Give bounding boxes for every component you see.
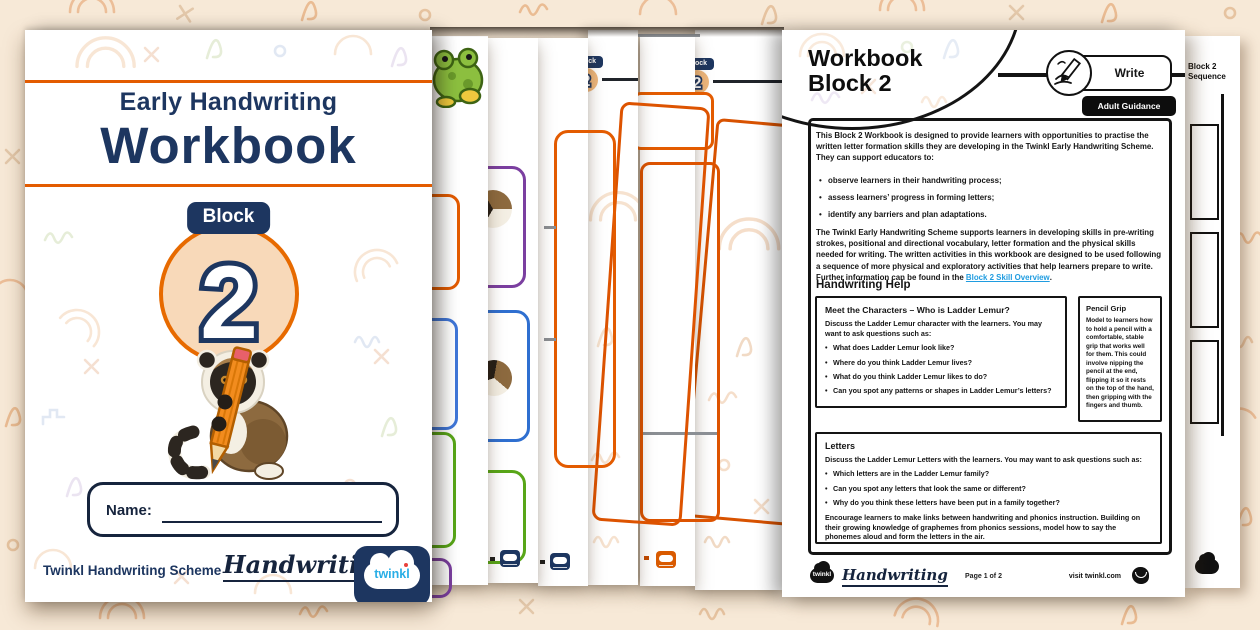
block-badge: Block xyxy=(186,202,271,234)
guidance-title: Workbook Block 2 xyxy=(808,45,923,97)
frog-illustration xyxy=(432,47,484,108)
box-title: Letters xyxy=(825,441,856,451)
back-page-box xyxy=(1190,232,1219,328)
inner-page-1 xyxy=(404,36,488,598)
activity-frame-orange xyxy=(640,162,720,522)
box-title: Meet the Characters – Who is Ladder Lemu… xyxy=(825,305,1010,315)
back-page-title: Block 2 Sequence xyxy=(1188,62,1226,81)
page-number: Page 1 of 2 xyxy=(965,573,1002,580)
handwriting-help-heading: Handwriting Help xyxy=(816,279,911,291)
name-line[interactable] xyxy=(162,521,382,523)
letters-box: Letters Discuss the Ladder Lemur Letters… xyxy=(815,432,1162,544)
box-title: Pencil Grip xyxy=(1086,304,1127,313)
scheme-caption: Twinkl Handwriting Scheme xyxy=(43,563,222,578)
intro-paragraph: This Block 2 Workbook is designed to pro… xyxy=(816,131,1154,163)
adult-guidance-page: Workbook Block 2 Write Adult Guidance Th… xyxy=(782,30,1185,597)
twinkl-footer-logo: twinkl xyxy=(810,561,834,583)
twinkl-quality-badge-icon xyxy=(1132,567,1149,584)
twinkl-mini-logo xyxy=(550,553,570,570)
write-icon xyxy=(1046,50,1092,96)
adult-guidance-badge: Adult Guidance xyxy=(1082,96,1176,116)
handwriting-footer-logo: Handwriting xyxy=(842,566,948,587)
scheme-paragraph: The Twinkl Early Handwriting Scheme supp… xyxy=(816,228,1162,282)
twinkl-mini-logo-orange xyxy=(656,551,676,568)
activity-frame-orange xyxy=(554,130,616,468)
skill-overview-link[interactable]: Block 2 Skill Overview xyxy=(965,272,1050,282)
ladder-lemur-illustration xyxy=(167,346,288,480)
intro-bullet: identify any barriers and plan adaptatio… xyxy=(819,210,1158,221)
stack-shadow xyxy=(430,27,784,37)
cover-bottom-rule xyxy=(25,184,432,187)
pencil-grip-box: Pencil Grip Model to learners how to hol… xyxy=(1078,296,1162,422)
svg-text:2: 2 xyxy=(200,245,258,361)
title-box-orange xyxy=(632,92,714,150)
block-number: 2 xyxy=(195,240,263,366)
back-page-box xyxy=(1190,124,1219,220)
twinkl-cloud-icon: twinkl xyxy=(364,549,420,589)
page-footer: twinkl Handwriting Page 1 of 2 visit twi… xyxy=(782,561,1185,597)
intro-bullet: observe learners in their handwriting pr… xyxy=(819,176,1158,187)
visit-link[interactable]: visit twinkl.com xyxy=(1068,573,1121,580)
cover-top-rule xyxy=(25,80,432,83)
twinkl-mini-logo xyxy=(1195,552,1219,574)
twinkl-mini-logo xyxy=(500,550,520,567)
name-label: Name: xyxy=(106,502,152,519)
back-page-box xyxy=(1190,340,1219,424)
inner-page-3 xyxy=(538,38,616,586)
intro-bullet: assess learners’ progress in forming let… xyxy=(819,193,1158,204)
cover-main-title: Workbook xyxy=(100,117,357,174)
inner-page-2 xyxy=(464,38,538,583)
meet-characters-box: Meet the Characters – Who is Ladder Lemu… xyxy=(815,296,1067,408)
content-frame xyxy=(808,118,1172,555)
inner-page-5 xyxy=(632,34,720,586)
back-page-sliver: Block 2 Sequence xyxy=(1185,36,1240,588)
cover-series-title: Early Handwriting xyxy=(119,88,338,116)
workbook-cover-page: Early Handwriting Workbook Block 2 xyxy=(25,30,432,602)
twinkl-logo: twinkl xyxy=(354,546,430,602)
name-entry-box: Name: xyxy=(87,482,399,537)
